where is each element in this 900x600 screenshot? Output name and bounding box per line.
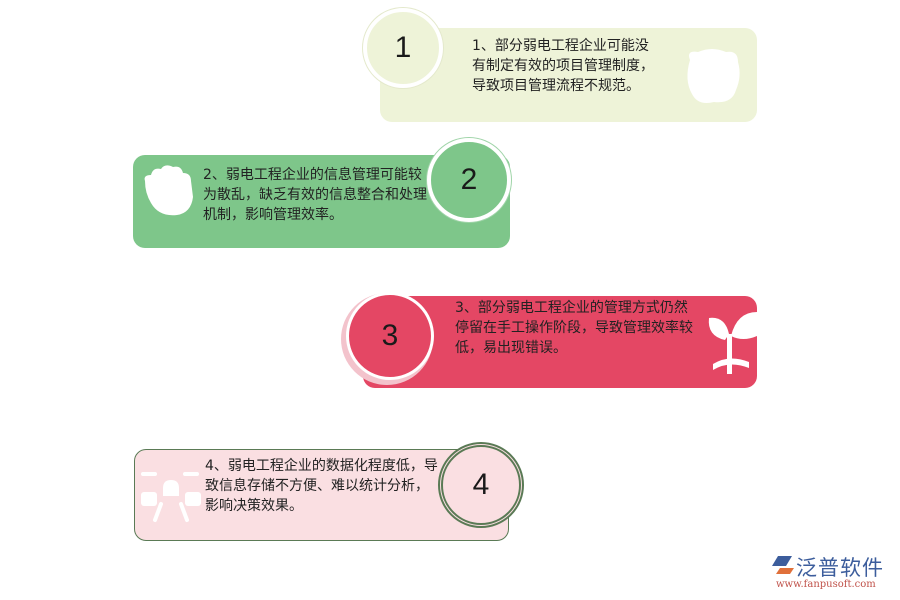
logo-url: www.fanpusoft.com [776,579,876,590]
item-card-3: 3、部分弱电工程企业的管理方式仍然停留在手工操作阶段，导致管理效率较低，易出现错… [363,296,757,388]
item-text-1: 1、部分弱电工程企业可能没有制定有效的项目管理制度，导致项目管理流程不规范。 [472,38,654,94]
fanpu-logo: 泛普软件 www.fanpusoft.com [770,552,895,596]
item-card-1: 1、部分弱电工程企业可能没有制定有效的项目管理制度，导致项目管理流程不规范。 [380,28,757,122]
hand-icon [144,165,193,216]
logo-brand: 泛普软件 [796,556,884,580]
item-text-3: 3、部分弱电工程企业的管理方式仍然停留在手工操作阶段，导致管理效率较低，易出现错… [455,300,693,356]
number-badge-4: 4 [438,442,524,528]
number-badge-2: 2 [427,138,511,222]
sprout-icon [708,312,757,374]
item-text-4: 4、弱电工程企业的数据化程度低，导致信息存储不方便、难以统计分析，影响决策效果。 [205,458,438,514]
face-icon [687,49,740,103]
item-card-4: 4、弱电工程企业的数据化程度低，导致信息存储不方便、难以统计分析，影响决策效果。 [134,449,509,541]
number-badge-1: 1 [363,8,443,88]
number-badge-3: 3 [346,292,434,380]
network-icon [141,472,201,522]
logo-mark-icon [772,556,794,574]
item-text-2: 2、弱电工程企业的信息管理可能较为散乱，缺乏有效的信息整合和处理机制，影响管理效… [203,167,427,223]
